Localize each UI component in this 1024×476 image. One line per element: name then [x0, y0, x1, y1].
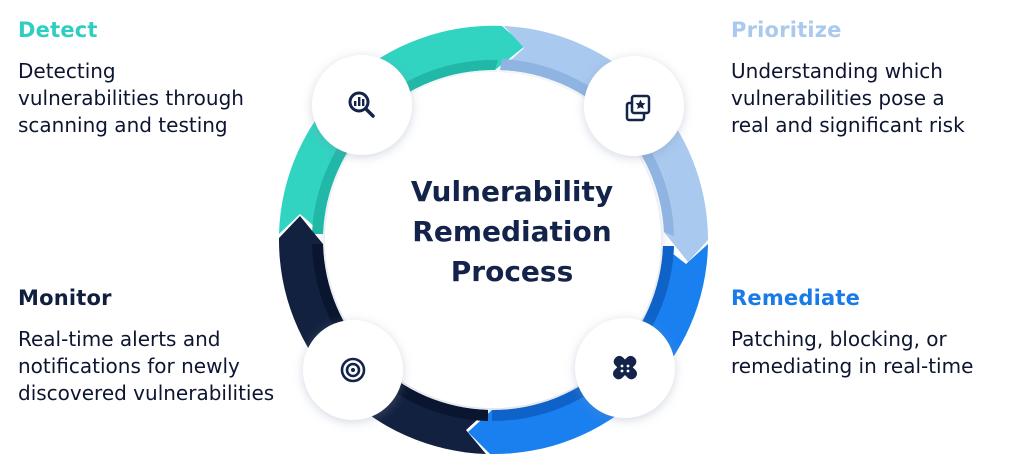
monitor-node: [303, 320, 403, 420]
remediate-line: Patching, blocking, or: [731, 327, 947, 351]
monitor-line: discovered vulnerabilities: [18, 381, 275, 405]
detect-line: Detecting: [18, 59, 116, 83]
remediate-line: remediating in real-time: [731, 354, 974, 378]
monitor-line: Real-time alerts and: [18, 327, 221, 351]
center-title-line-2: Remediation: [412, 215, 612, 248]
detect-line: scanning and testing: [18, 113, 228, 137]
bandage-icon: [612, 355, 638, 380]
magnifier-chart-icon: [348, 91, 375, 118]
center-disk: [325, 72, 661, 408]
prioritize-block: Prioritize Understanding which vulnerabi…: [731, 18, 1011, 139]
detect-title: Detect: [18, 18, 98, 42]
detect-description: Detecting vulnerabilities through scanni…: [18, 58, 298, 139]
center-title: Vulnerability Remediation Process: [362, 172, 662, 292]
prioritize-line: vulnerabilities pose a: [731, 86, 945, 110]
star-cards-icon: [625, 94, 651, 122]
remediate-description: Patching, blocking, or remediating in re…: [731, 326, 1011, 380]
remediate-block: Remediate Patching, blocking, or remedia…: [731, 286, 1011, 380]
detect-line: vulnerabilities through: [18, 86, 244, 110]
monitor-description: Real-time alerts and notifications for n…: [18, 326, 298, 407]
remediate-title: Remediate: [731, 286, 861, 310]
prioritize-title: Prioritize: [731, 18, 842, 42]
prioritize-line: Understanding which: [731, 59, 943, 83]
detect-node: [312, 55, 412, 155]
monitor-line: notifications for newly: [18, 354, 240, 378]
detect-block: Detect Detecting vulnerabilities through…: [18, 18, 298, 139]
prioritize-description: Understanding which vulnerabilities pose…: [731, 58, 1011, 139]
prioritize-node: [584, 56, 684, 156]
center-title-line-3: Process: [450, 255, 574, 288]
monitor-title: Monitor: [18, 286, 112, 310]
target-icon: [340, 357, 366, 383]
center-title-line-1: Vulnerability: [410, 175, 614, 208]
prioritize-line: real and significant risk: [731, 113, 965, 137]
monitor-block: Monitor Real-time alerts and notificatio…: [18, 286, 298, 407]
remediate-node: [575, 318, 675, 418]
